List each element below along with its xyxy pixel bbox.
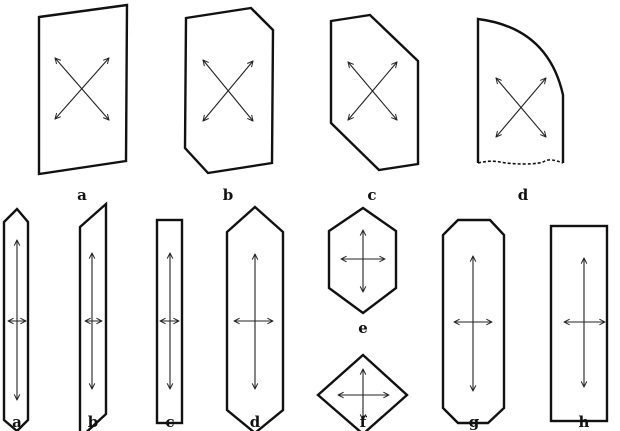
figure-label: b bbox=[88, 413, 99, 431]
bottom-figure-b: b bbox=[78, 201, 108, 431]
crystal-outline bbox=[327, 206, 398, 315]
crystal-outline bbox=[78, 201, 108, 431]
figure-label: e bbox=[358, 319, 368, 337]
extinction-arrow bbox=[203, 61, 253, 121]
figure-label: f bbox=[360, 413, 368, 431]
figure-label: c bbox=[165, 413, 174, 431]
crystal-outline bbox=[441, 218, 506, 425]
figure-label: a bbox=[77, 186, 87, 204]
crystal-outline bbox=[37, 3, 129, 176]
figure-label: d bbox=[250, 413, 261, 431]
top-figure-d: d bbox=[476, 17, 565, 204]
crystal-outline bbox=[329, 13, 420, 172]
figure-label: c bbox=[367, 186, 376, 204]
crystal-outline bbox=[316, 353, 409, 431]
broken-edge bbox=[477, 159, 564, 165]
bottom-figure-h: h bbox=[549, 224, 609, 431]
bottom-figure-d: d bbox=[225, 205, 285, 431]
crystal-outline bbox=[183, 6, 275, 175]
crystal-outline bbox=[476, 17, 565, 163]
bottom-figure-e: e bbox=[327, 206, 398, 337]
bottom-figure-g: g bbox=[441, 218, 506, 431]
extinction-arrow bbox=[55, 58, 109, 119]
figure-label: h bbox=[579, 413, 590, 431]
extinction-arrow bbox=[348, 62, 397, 120]
crystal-outline bbox=[225, 205, 285, 431]
figure-label: d bbox=[518, 186, 529, 204]
top-figure-c: c bbox=[329, 13, 420, 204]
crystal-outline bbox=[2, 207, 30, 431]
crystal-outline bbox=[155, 218, 184, 425]
bottom-figure-a: a bbox=[2, 207, 30, 431]
top-figure-a: a bbox=[37, 3, 129, 204]
figure-label: b bbox=[223, 186, 234, 204]
top-figure-b: b bbox=[183, 6, 275, 204]
figure-label: g bbox=[469, 413, 480, 431]
bottom-figure-f: f bbox=[316, 353, 409, 431]
figure-label: a bbox=[12, 413, 22, 431]
extinction-arrow bbox=[496, 78, 546, 137]
bottom-figure-c: c bbox=[155, 218, 184, 431]
crystal-outline bbox=[549, 224, 609, 423]
